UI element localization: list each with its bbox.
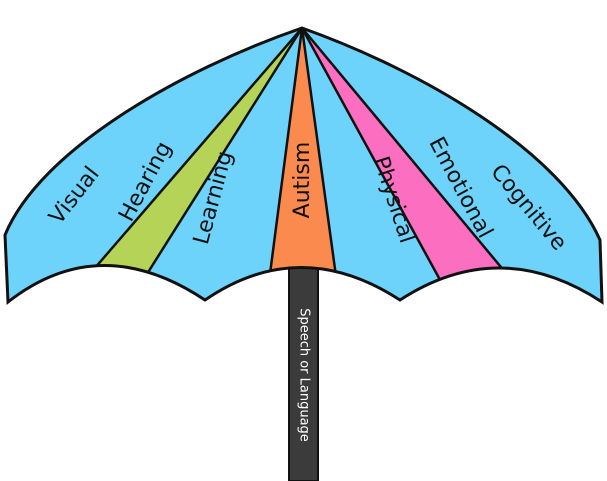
handle-label: Speech or Language xyxy=(297,308,312,442)
handle xyxy=(288,265,319,481)
segment-autism xyxy=(264,28,342,302)
label-autism: Autism xyxy=(290,142,315,219)
